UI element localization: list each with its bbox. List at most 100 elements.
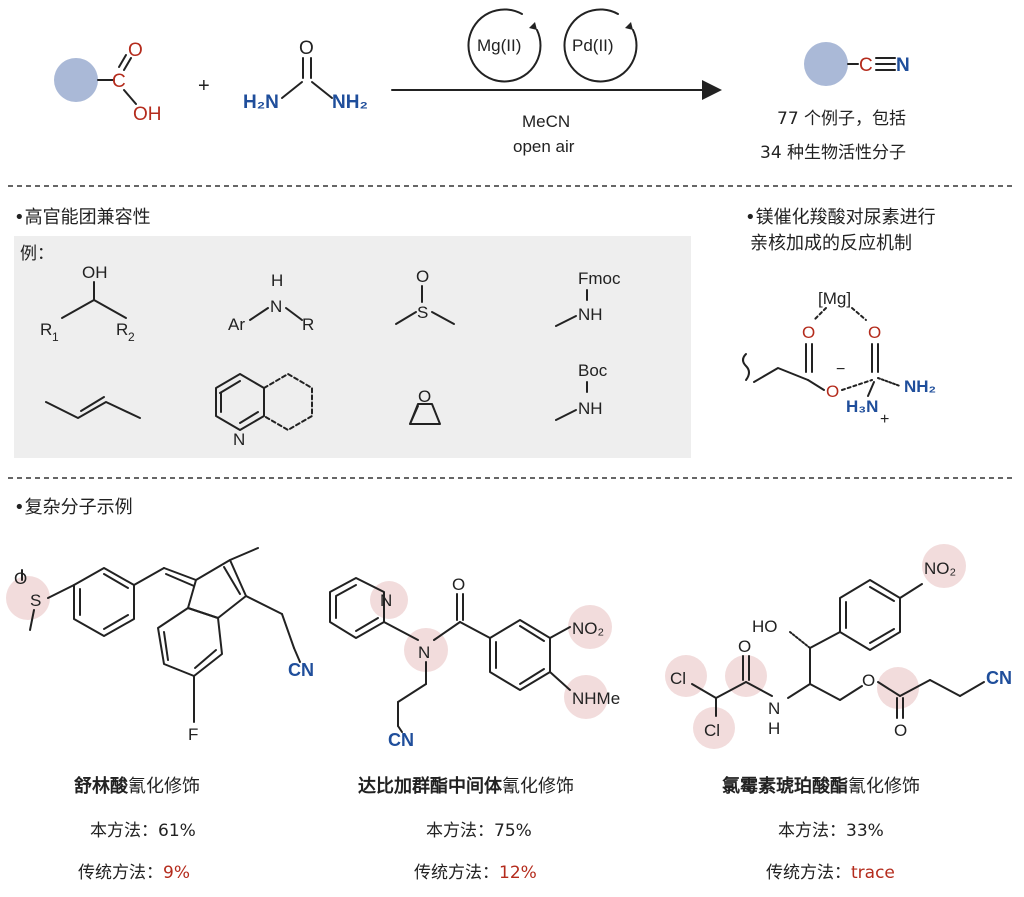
acid-oh: OH: [133, 104, 162, 125]
svg-text:传统方法：9%: 传统方法：9%: [78, 863, 190, 883]
chloram-n: N: [768, 699, 780, 718]
svg-text:本方法：33%: 本方法：33%: [778, 821, 884, 841]
highlight-nitro-2: [922, 544, 966, 588]
chloram-h: H: [768, 719, 780, 738]
quinoline-n: N: [233, 430, 245, 449]
sulindac-s: S: [30, 591, 41, 610]
caption-dabigatran: 达比加群酯中间体氰化修饰 本方法：75% 传统方法：12%: [358, 775, 574, 883]
caption-sulindac: 舒林酸氰化修饰 本方法：61% 传统方法：9%: [74, 775, 200, 883]
svg-text:本方法：61%: 本方法：61%: [90, 821, 196, 841]
dabigatran-no2: NO₂: [572, 619, 604, 638]
urea-nh2-left: H₂N: [243, 92, 279, 113]
alcohol-oh: OH: [82, 263, 108, 282]
tolerance-section: •高官能团兼容性 例： OH R 1 R 2 H N Ar R O: [14, 207, 691, 458]
group-fmoc-amine: Fmoc NH: [555, 269, 621, 327]
summary-line-2: 34 种生物活性分子: [760, 143, 906, 163]
sulindac-name-bold: 舒林酸: [74, 775, 129, 797]
summary-line-1: 77 个例子，包括: [777, 109, 906, 129]
alcohol-r1: R: [40, 320, 52, 339]
dabigatran-trad-label: 传统方法：: [414, 863, 499, 883]
svg-text:本方法：75%: 本方法：75%: [426, 821, 532, 841]
mechanism-section: •镁催化羧酸对尿素进行 亲核加成的反应机制 [Mg] O O O − NH₂ H…: [742, 207, 936, 428]
svg-text:传统方法：trace: 传统方法：trace: [766, 863, 895, 883]
catalyst-pd-label: Pd(II): [572, 36, 614, 55]
chloram-trad-label: 传统方法：: [766, 863, 851, 883]
epoxide-o: O: [418, 387, 431, 406]
highlight-sulfoxide: [6, 576, 50, 620]
chloram-no2: NO₂: [924, 559, 956, 578]
group-quinoline: N: [215, 373, 313, 449]
alcohol-r2: R: [116, 320, 128, 339]
dabigatran-pyridine-n: N: [380, 591, 392, 610]
substrate-circle: [54, 58, 98, 102]
dabigatran-o: O: [452, 575, 465, 594]
dabigatran-cn: CN: [388, 730, 414, 750]
sulindac-this-label: 本方法：: [90, 821, 158, 841]
solvent-label: MeCN: [522, 112, 570, 131]
example-label: 例：: [20, 244, 54, 264]
boc-nh: NH: [578, 399, 603, 418]
chloram-o-co: O: [894, 721, 907, 740]
dabigatran-name-rest: 氰化修饰: [502, 776, 574, 797]
mech-minus: −: [836, 361, 845, 378]
atmosphere-label: open air: [513, 137, 575, 156]
group-alkene: [45, 396, 141, 419]
group-epoxide: O: [409, 387, 441, 425]
dabigatran-name-bold: 达比加群酯中间体: [358, 775, 503, 797]
group-secondary-alcohol: OH R 1 R 2: [40, 263, 135, 344]
highlight-nhme: [564, 675, 608, 719]
chloram-cl-1: Cl: [670, 669, 686, 688]
dabigatran-nhme: NHMe: [572, 689, 620, 708]
highlight-nitro: [568, 605, 612, 649]
mech-nh2: NH₂: [904, 377, 936, 396]
mech-h3n: H₃N: [846, 397, 878, 416]
dabigatran-this-label: 本方法：: [426, 821, 494, 841]
sulindac-cn: CN: [288, 660, 314, 680]
group-boc-amine: Boc NH: [555, 361, 608, 421]
sulindac-trad-label: 传统方法：: [78, 863, 163, 883]
chloram-trad-value: trace: [851, 863, 895, 883]
molecule-chloramphenicol: Cl Cl O N H HO NO₂ O: [665, 544, 1012, 749]
chloram-this-label: 本方法：: [778, 821, 846, 841]
amine-r: R: [302, 315, 314, 334]
product-c: C: [859, 55, 873, 76]
chloram-o-amide: O: [738, 637, 751, 656]
chloram-ho: HO: [752, 617, 778, 636]
amine-ar: Ar: [228, 315, 245, 334]
highlight-cl-2: [693, 707, 735, 749]
group-secondary-amine: H N Ar R: [228, 271, 314, 334]
amine-h: H: [271, 271, 283, 290]
acid-o: O: [128, 40, 143, 61]
mech-mg: [Mg]: [818, 289, 851, 308]
chloram-this-value: 33%: [846, 821, 884, 841]
molecule-sulindac: O S CN F: [6, 547, 314, 744]
alcohol-r1-sub: 1: [52, 330, 59, 344]
plus-sign: +: [198, 75, 210, 97]
acid-c: C: [112, 71, 126, 92]
tolerance-panel: [14, 236, 691, 458]
product-n: N: [896, 55, 910, 76]
mechanism-heading-1: •镁催化羧酸对尿素进行: [745, 207, 936, 228]
svg-text:达比加群酯中间体氰化修饰: 达比加群酯中间体氰化修饰: [358, 775, 574, 797]
dabigatran-trad-value: 12%: [499, 863, 537, 883]
urea-o: O: [299, 38, 314, 59]
molecule-dabigatran: N N O NO₂ NHMe CN: [329, 575, 620, 750]
carboxylic-acid: C O OH: [54, 40, 162, 125]
alcohol-r2-sub: 2: [128, 330, 135, 344]
dabigatran-this-value: 75%: [494, 821, 532, 841]
chloram-o-ester: O: [862, 671, 875, 690]
sulfoxide-s: S: [417, 303, 428, 322]
sulfoxide-o: O: [416, 267, 429, 286]
sulindac-o: O: [14, 569, 27, 588]
fmoc-nh: NH: [578, 305, 603, 324]
sulindac-trad-value: 9%: [163, 863, 190, 883]
urea: O H₂N NH₂: [243, 38, 368, 113]
boc-label: Boc: [578, 361, 608, 380]
catalyst-mg-label: Mg(II): [477, 36, 521, 55]
tolerance-heading: •高官能团兼容性: [14, 207, 151, 228]
mg-catalyst-cycle: Mg(II): [467, 8, 542, 83]
svg-text:氯霉素琥珀酸酯氰化修饰: 氯霉素琥珀酸酯氰化修饰: [722, 775, 920, 797]
chloram-cn: CN: [986, 668, 1012, 688]
fmoc-label: Fmoc: [578, 269, 621, 288]
